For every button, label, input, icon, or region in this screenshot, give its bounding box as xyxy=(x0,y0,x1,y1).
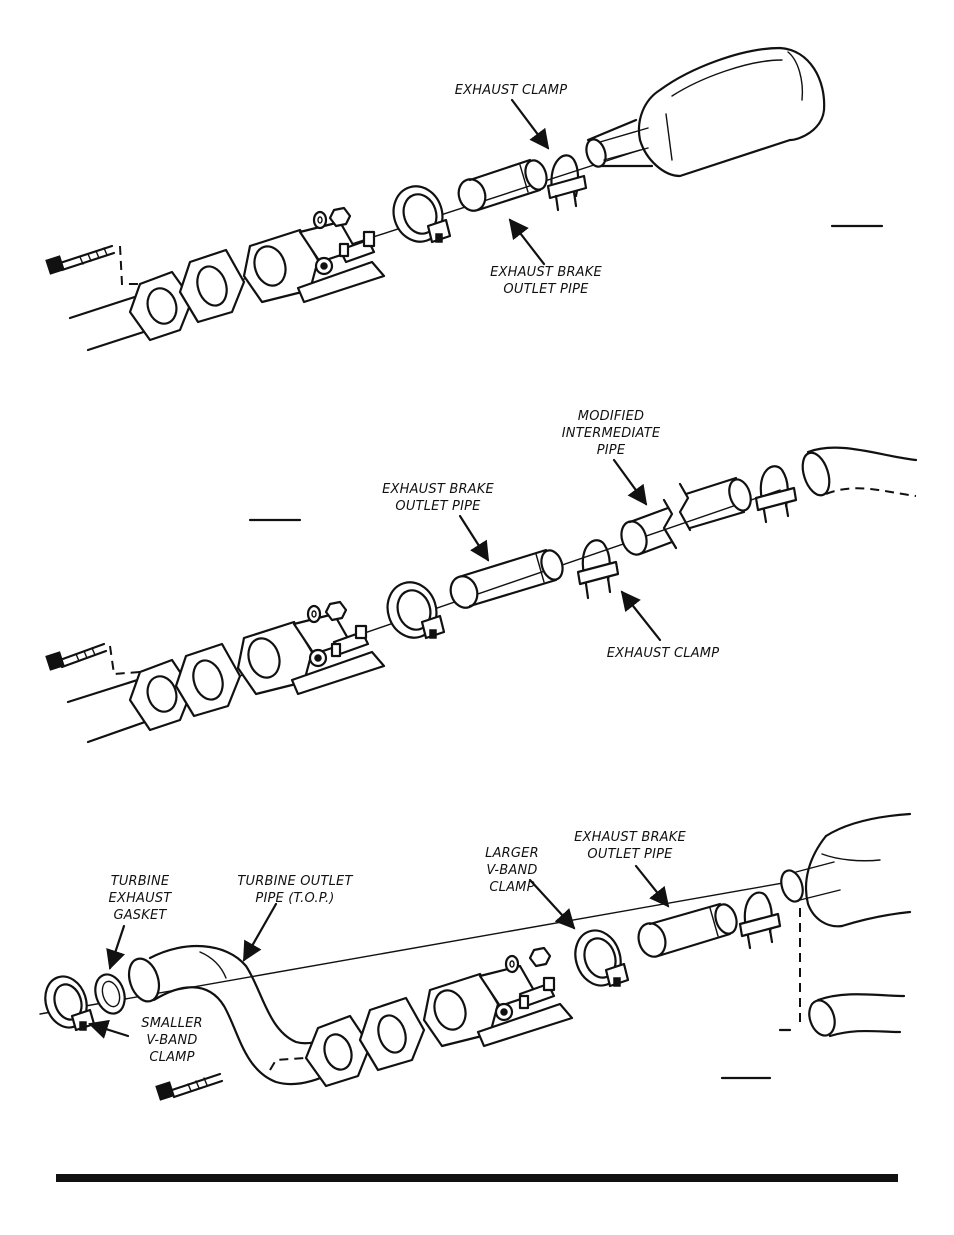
fig2-label-modified-pipe: MODIFIED INTERMEDIATE PIPE xyxy=(526,408,696,459)
footer-rule xyxy=(56,1174,898,1182)
fig2-exhaust-brake-valve xyxy=(238,614,384,694)
fig2-bolt xyxy=(46,644,106,670)
fig3-label-turbine-gasket: TURBINE EXHAUST GASKET xyxy=(90,873,190,924)
fig3-smaller-clamp-leader xyxy=(90,1024,128,1036)
fig2-label-exhaust-clamp: EXHAUST CLAMP xyxy=(588,645,738,662)
fig2-v-band-clamp xyxy=(381,576,444,644)
fig3-label-larger-clamp: LARGER V-BAND CLAMP xyxy=(470,845,554,896)
fig1-bolt xyxy=(46,246,114,274)
fig3-intermediate-pipe xyxy=(780,994,904,1039)
fig3-top-leader xyxy=(244,904,276,960)
fig3-turbine-gasket xyxy=(91,971,130,1018)
fig1-exhaust-brake-valve xyxy=(244,222,384,302)
fig3-flange xyxy=(306,1016,370,1086)
fig3-smaller-v-band-clamp xyxy=(39,971,94,1033)
fig3-pipe-leader xyxy=(636,866,668,906)
fig3-exhaust-brake-valve xyxy=(424,966,572,1046)
fig1-exhaust-clamp xyxy=(548,155,586,210)
fig2-tailpipe xyxy=(798,448,916,499)
fig1-bolt-guide xyxy=(120,246,140,284)
fig1-label-outlet-pipe: EXHAUST BRAKE OUTLET PIPE xyxy=(466,264,626,298)
fig2-clamp-right xyxy=(756,466,796,522)
fig3-converter xyxy=(778,814,910,926)
fig3-outlet-pipe xyxy=(634,902,740,961)
fig1-clamp-leader xyxy=(512,100,548,148)
fig3-larger-v-band-clamp xyxy=(568,925,628,992)
fig1-label-exhaust-clamp: EXHAUST CLAMP xyxy=(426,82,596,99)
fig1-gasket xyxy=(180,250,244,322)
fig2-modified-leader xyxy=(614,460,646,504)
fig3-gasket-leader xyxy=(110,926,124,968)
fig1-outlet-pipe xyxy=(455,158,550,215)
fig1-pipe-leader xyxy=(510,220,544,264)
fig3-exhaust-clamp xyxy=(740,893,780,948)
fig3-washer-nut xyxy=(506,948,550,972)
fig3-bolt-guide xyxy=(270,1058,306,1070)
fig3-label-outlet-pipe: EXHAUST BRAKE OUTLET PIPE xyxy=(550,829,710,863)
fig3-bolt xyxy=(156,1074,222,1100)
fig2-clamp-leader xyxy=(622,592,660,640)
fig2-label-outlet-pipe: EXHAUST BRAKE OUTLET PIPE xyxy=(358,481,518,515)
fig2-exhaust-clamp xyxy=(578,540,618,598)
fig3-label-turbine-outlet-pipe: TURBINE OUTLET PIPE (T.O.P.) xyxy=(220,873,370,907)
fig3-gasket xyxy=(360,998,424,1070)
fig2-intermediate-pipe xyxy=(617,477,754,558)
fig2-pipe-leader xyxy=(460,516,488,560)
fig3-label-smaller-clamp: SMALLER V-BAND CLAMP xyxy=(126,1015,218,1066)
fig2-bolt-guide xyxy=(110,646,140,674)
fig1-v-band-clamp xyxy=(387,180,450,248)
fig2-outlet-pipe xyxy=(447,548,566,612)
